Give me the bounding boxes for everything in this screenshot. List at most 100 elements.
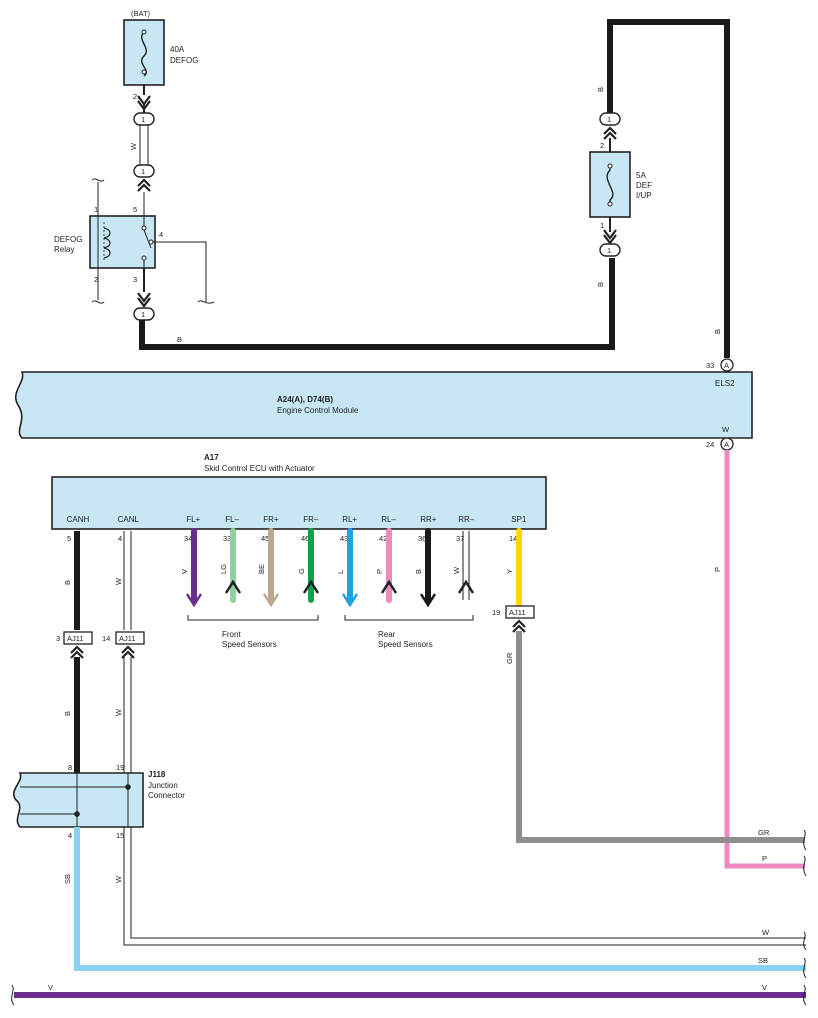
terminal-canl-label: CANL xyxy=(118,515,140,524)
skid-control-ecu xyxy=(51,476,547,530)
rear-sensors-bracket xyxy=(344,615,474,621)
wire-label-rl-plus: L xyxy=(336,570,345,574)
fuse-def-name-2: I/UP xyxy=(636,191,652,200)
wire-p xyxy=(724,450,805,869)
fuse-defog-pin: 2 xyxy=(133,92,137,101)
terminal-fr-minus-pin: 46 xyxy=(301,534,309,543)
relay-name-2: Relay xyxy=(54,245,74,254)
front-sensors-bracket xyxy=(187,615,319,621)
aj11-connector-canl: AJ11 xyxy=(115,631,145,645)
fuse-defog-rating: 40A xyxy=(170,45,185,54)
wire-label-sb-vertical: SB xyxy=(63,874,72,884)
aj11-pin-sp1: 19 xyxy=(492,608,500,617)
wire-label-v-right: V xyxy=(762,983,767,992)
terminal-fl-minus-pin: 33 xyxy=(223,534,231,543)
wire-label-w-top: W xyxy=(129,142,138,150)
arrow-down-icon xyxy=(603,229,617,245)
wire-label-fr-minus: G xyxy=(297,568,306,574)
wire-w-bottom xyxy=(123,827,806,946)
arrow-up-icon xyxy=(302,579,320,594)
fuse-def-pin-bottom: 1 xyxy=(600,221,604,230)
j118-name-2: Connector xyxy=(148,791,185,800)
terminal-rr-minus-pin: 37 xyxy=(456,534,464,543)
relay-pin-5: 5 xyxy=(133,205,137,214)
wire-label-canh-upper: B xyxy=(63,580,72,585)
terminal-canh-label: CANH xyxy=(67,515,90,524)
ecm-terminal-w: W xyxy=(722,425,730,434)
wire-gr xyxy=(516,631,805,843)
arrow-down-icon xyxy=(419,593,437,608)
svg-text:1: 1 xyxy=(607,115,611,124)
arrow-up-icon xyxy=(224,579,242,594)
skid-ecu-code: A17 xyxy=(204,453,219,462)
terminal-fr-minus-label: FR– xyxy=(303,515,319,524)
wire-label-sp1: Y xyxy=(505,569,514,574)
inline-connector-1e: 1 xyxy=(599,243,621,257)
j118-code: J118 xyxy=(148,770,166,779)
terminal-rl-plus-pin: 43 xyxy=(340,534,348,543)
j118-name-1: Junction xyxy=(148,781,178,790)
wire-label-gr-vertical: GR xyxy=(505,652,514,664)
terminal-canh-pin: 5 xyxy=(67,534,71,543)
svg-text:1: 1 xyxy=(141,115,145,124)
aj11-connector-canh: AJ11 xyxy=(63,631,93,645)
wire-label-w-vertical: W xyxy=(114,875,123,883)
wire-label-b-top-right: B xyxy=(713,329,722,334)
rear-sensors-label-1: Rear xyxy=(378,630,396,639)
aj11-connector-sp1: AJ11 xyxy=(505,605,535,619)
svg-text:1: 1 xyxy=(141,167,145,176)
aj11-pin-canh: 3 xyxy=(56,634,60,643)
terminal-sp1-label: SP1 xyxy=(511,515,527,524)
wire-label-fr-plus: BE xyxy=(257,564,266,574)
arrow-up-icon xyxy=(457,579,475,594)
svg-text:1: 1 xyxy=(141,310,145,319)
arrow-up-icon xyxy=(121,645,135,659)
terminal-rl-plus-label: RL+ xyxy=(342,515,357,524)
wire-label-rr-plus: B xyxy=(414,569,423,574)
battery-label: (BAT) xyxy=(131,9,151,18)
wire-label-canh-lower: B xyxy=(63,711,72,716)
svg-text:1: 1 xyxy=(607,246,611,255)
terminal-rr-plus-label: RR+ xyxy=(420,515,437,524)
wire-label-canl-upper: W xyxy=(114,577,123,585)
front-sensors-label-1: Front xyxy=(222,630,241,639)
svg-text:AJ11: AJ11 xyxy=(67,634,84,643)
wire-label-canl-lower: W xyxy=(114,708,123,716)
svg-text:A: A xyxy=(724,440,729,449)
ecm-pin-24: 24 xyxy=(706,440,714,449)
fuse-defog-name: DEFOG xyxy=(170,56,198,65)
wire-label-sb-horizontal: SB xyxy=(758,956,768,965)
wire-label-rl-minus: P xyxy=(375,569,384,574)
terminal-canl-pin: 4 xyxy=(118,534,122,543)
fuse-def-pin-top: 2 xyxy=(600,141,604,150)
inline-connector-1c: 1 xyxy=(133,307,155,321)
fuse-def-iup xyxy=(589,151,631,218)
arrow-down-icon xyxy=(341,593,359,608)
aj11-pin-canl: 14 xyxy=(102,634,110,643)
wire-label-gr-horizontal: GR xyxy=(758,828,770,837)
terminal-fl-plus-label: FL+ xyxy=(186,515,200,524)
arrow-up-icon xyxy=(137,178,151,192)
terminal-rl-minus-label: RL– xyxy=(381,515,396,524)
j118-pin-8: 8 xyxy=(68,763,72,772)
fuse-def-name-1: DEF xyxy=(636,181,652,190)
terminal-rr-plus-pin: 36 xyxy=(418,534,426,543)
engine-control-module xyxy=(15,371,753,439)
terminal-fl-minus-label: FL– xyxy=(225,515,239,524)
wire-b-relay xyxy=(139,258,615,350)
ecm-name: Engine Control Module xyxy=(277,406,359,415)
wire-label-w-horizontal: W xyxy=(762,928,770,937)
wire-label-v-left: V xyxy=(48,983,53,992)
j118-junction-connector xyxy=(13,772,144,828)
skid-ecu-terminals: CANH5CANL4FL+34VFL–33LGFR+45BEFR–46GRL+4… xyxy=(67,515,527,608)
terminal-fr-plus-label: FR+ xyxy=(263,515,279,524)
j118-pin-19: 19 xyxy=(116,763,124,772)
ecm-connector-33: A xyxy=(720,358,734,372)
rear-sensors-label-2: Speed Sensors xyxy=(378,640,433,649)
svg-text:AJ11: AJ11 xyxy=(119,634,136,643)
wire-label-b-bottom: B xyxy=(177,335,182,344)
j118-pin-15: 15 xyxy=(116,831,124,840)
relay-name-1: DEFOG xyxy=(54,235,82,244)
ecm-connector-24: A xyxy=(720,437,734,451)
